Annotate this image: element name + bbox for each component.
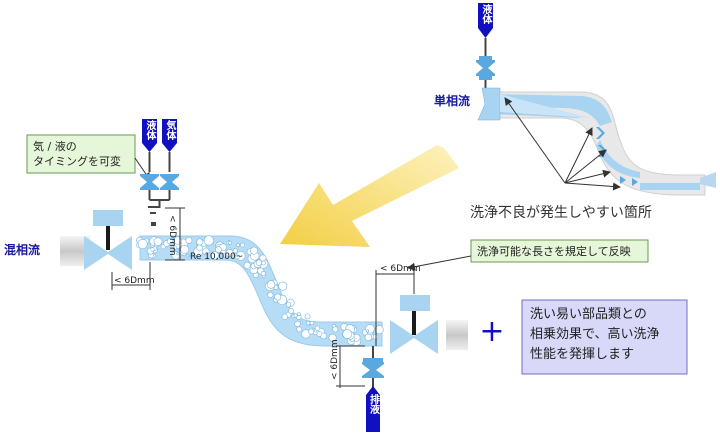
bubble bbox=[196, 244, 203, 252]
pipe-stub-right bbox=[446, 320, 468, 350]
dimension-lines-right bbox=[336, 270, 415, 388]
valve-icon bbox=[476, 56, 495, 80]
mixed-phase-label: 混相流 bbox=[4, 242, 40, 257]
bubble bbox=[167, 238, 174, 245]
bubble bbox=[297, 312, 301, 317]
valve-icon bbox=[160, 174, 179, 190]
washable-length-callout: 洗浄可能な長さを規定して反映 bbox=[407, 239, 649, 271]
bubble bbox=[215, 246, 222, 253]
bubble bbox=[304, 313, 311, 320]
bubble bbox=[150, 247, 155, 252]
washable-length-text: 洗浄可能な長さを規定して反映 bbox=[477, 244, 631, 258]
bubble bbox=[308, 328, 314, 335]
bubble bbox=[243, 261, 251, 269]
liquid-tag-left-text: 液体 bbox=[144, 119, 156, 141]
drain-tag-text: 排液 bbox=[368, 393, 380, 415]
big-arrow-icon bbox=[280, 145, 459, 247]
synergy-line3: 性能を発揮します bbox=[530, 347, 634, 362]
fitting-left bbox=[84, 210, 132, 270]
bubble bbox=[210, 251, 219, 260]
bubble bbox=[299, 320, 303, 324]
bubble bbox=[366, 329, 370, 333]
bubble bbox=[196, 238, 204, 246]
bubble bbox=[228, 240, 232, 245]
bubble bbox=[372, 334, 379, 340]
bubble bbox=[180, 244, 190, 254]
bubble bbox=[296, 326, 303, 333]
bubble bbox=[332, 326, 339, 333]
single-phase-section: 液体 単相流 bbox=[434, 3, 716, 221]
valve-icon bbox=[362, 358, 384, 378]
bubble bbox=[153, 237, 163, 247]
bubble bbox=[267, 291, 274, 298]
bubble bbox=[278, 281, 288, 291]
bubble bbox=[137, 239, 148, 250]
bubble bbox=[255, 259, 263, 266]
bubbles bbox=[135, 235, 384, 346]
gas-liquid-timing-line2: タイミングを可変 bbox=[33, 154, 121, 168]
reynolds-label: Re 10,000~ bbox=[190, 252, 243, 262]
bubble bbox=[250, 246, 259, 255]
gas-tag-left-text: 気体 bbox=[164, 119, 177, 141]
bubble bbox=[185, 236, 193, 244]
gas-liquid-timing-callout: 気 / 液の タイミングを可変 bbox=[26, 134, 151, 181]
bubble bbox=[225, 249, 234, 258]
bubble bbox=[288, 307, 294, 314]
mixed-pipe bbox=[135, 235, 384, 347]
dimension-lines-left bbox=[111, 207, 185, 290]
gas-liquid-timing-line1: 気 / 液の bbox=[33, 139, 77, 153]
liquid-tag-top-text: 液体 bbox=[480, 3, 492, 25]
bubble bbox=[234, 254, 240, 260]
bubble bbox=[240, 242, 245, 248]
dim-6d-vertical-left: < 6Dmm bbox=[167, 215, 177, 256]
bubble bbox=[314, 325, 321, 331]
dim-6d-bottom-left: < 6Dmm bbox=[114, 276, 155, 286]
single-phase-label: 単相流 bbox=[434, 93, 470, 108]
bubble bbox=[274, 293, 282, 301]
bubble bbox=[189, 253, 194, 258]
bubble bbox=[172, 245, 178, 250]
plus-sign: + bbox=[479, 314, 504, 349]
bubble bbox=[342, 329, 353, 339]
gas-tag-left: 気体 bbox=[162, 119, 177, 152]
drain-tag: 排液 bbox=[366, 386, 380, 432]
bubble bbox=[294, 320, 301, 328]
bubble bbox=[236, 243, 240, 247]
bubble bbox=[309, 320, 314, 326]
bubble bbox=[176, 252, 180, 256]
mixed-phase-section: 気 / 液の タイミングを可変 液体 気体 bbox=[4, 119, 649, 432]
synergy-line1: 洗い易い部品類との bbox=[530, 307, 647, 322]
valve-icon bbox=[140, 174, 159, 190]
fitting-right bbox=[390, 295, 438, 354]
bubble bbox=[266, 280, 276, 289]
dim-6d-top-right: < 6Dmm bbox=[380, 264, 421, 274]
bubble bbox=[293, 313, 298, 318]
bubble bbox=[232, 248, 238, 254]
bubble bbox=[186, 254, 190, 258]
synergy-box: 洗い易い部品類との 相乗効果で、高い洗浄 性能を発揮します bbox=[521, 299, 688, 375]
bubble bbox=[306, 321, 311, 326]
bubble bbox=[260, 270, 266, 276]
bubble bbox=[316, 331, 323, 337]
bubble bbox=[281, 313, 288, 320]
synergy-line2: 相乗効果で、高い洗浄 bbox=[530, 326, 659, 342]
bubble bbox=[328, 333, 337, 342]
bubble bbox=[286, 302, 292, 308]
bubble bbox=[374, 325, 384, 335]
liquid-tag-top: 液体 bbox=[478, 3, 493, 38]
dim-6d-vertical-right: < 6Dmm bbox=[330, 339, 340, 380]
liquid-tag-left: 液体 bbox=[142, 119, 157, 152]
bubble bbox=[203, 235, 214, 246]
washing-fault-label: 洗浄不良が発生しやすい箇所 bbox=[470, 204, 652, 221]
